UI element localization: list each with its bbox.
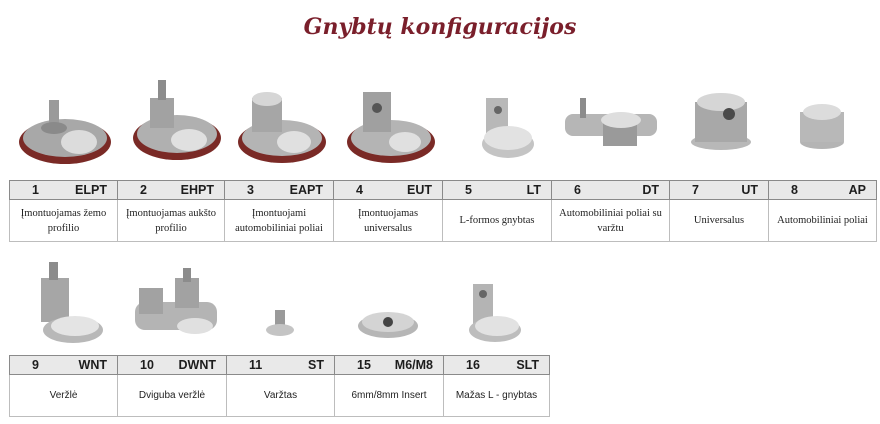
l-terminal-icon [482, 98, 534, 158]
wing-nut-terminal-icon [41, 262, 103, 343]
terminal-header: 1 ELPT [9, 180, 117, 200]
terminal-row-1 [9, 80, 877, 180]
terminal-code: LT [526, 183, 541, 197]
terminal-table-row-1: 1 ELPT Įmontuojamas žemo profilio 2 EHPT Į… [9, 180, 877, 242]
terminal-row-2 [9, 258, 550, 354]
terminal-number: 9 [32, 358, 39, 372]
terminal-card-lt [442, 98, 551, 180]
terminal-description: Įmontuojamas žemo profilio [9, 200, 117, 242]
table-cell: 5 LT L-formos gnybtas [442, 180, 551, 242]
terminal-number: 6 [574, 183, 581, 197]
terminal-description: Universalus [669, 200, 768, 242]
low-profile-post-terminal-icon [19, 100, 111, 164]
terminal-description: Dviguba veržlė [117, 375, 226, 417]
terminal-card-ut [669, 93, 768, 180]
terminal-card-slt [443, 258, 550, 354]
terminal-number: 3 [247, 183, 254, 197]
small-l-terminal-icon [469, 284, 521, 342]
terminal-number: 16 [466, 358, 480, 372]
terminal-number: 8 [791, 183, 798, 197]
terminal-description: L-formos gnybtas [442, 200, 551, 242]
table-cell: 3 EAPT Įmontuojami automobiliniai poliai [224, 180, 333, 242]
terminal-header: 5 LT [442, 180, 551, 200]
terminal-code: WNT [78, 358, 107, 372]
terminal-card-eapt [224, 92, 333, 180]
terminal-code: M6/M8 [394, 358, 433, 372]
terminal-card-ap [768, 104, 877, 180]
table-cell: 16 SLT Mažas L - gnybtas [443, 355, 550, 417]
high-profile-post-terminal-icon [133, 80, 221, 160]
table-cell: 15 M6/M8 6mm/8mm Insert [334, 355, 443, 417]
terminal-table-row-2: 9 WNT Veržlė 10 DWNT Dviguba veržlė 11 ST V… [9, 355, 550, 417]
terminal-card-eut [333, 92, 442, 180]
terminal-code: DWNT [178, 358, 217, 372]
table-cell: 7 UT Universalus [669, 180, 768, 242]
screw-terminal-icon [266, 310, 294, 336]
terminal-header: 15 M6/M8 [334, 355, 443, 375]
terminal-card-elpt [9, 100, 117, 180]
terminal-number: 11 [249, 358, 263, 372]
table-cell: 2 EHPT Įmontuojamas aukšto profilio [117, 180, 224, 242]
terminal-header: 10 DWNT [117, 355, 226, 375]
terminal-number: 4 [356, 183, 363, 197]
terminal-code: EUT [407, 183, 432, 197]
table-cell: 9 WNT Veržlė [9, 355, 117, 417]
double-wing-nut-terminal-icon [135, 268, 217, 334]
terminal-number: 1 [32, 183, 39, 197]
terminal-description: Automobiliniai poliai su varžtu [551, 200, 669, 242]
terminal-description: Mažas L - gnybtas [443, 375, 550, 417]
terminal-card-ehpt [117, 80, 224, 180]
terminal-header: 3 EAPT [224, 180, 333, 200]
table-cell: 11 ST Varžtas [226, 355, 334, 417]
terminal-description: Įmontuojamas universalus [333, 200, 442, 242]
terminal-description: Veržlė [9, 375, 117, 417]
automotive-post-terminal-icon [238, 92, 326, 163]
terminal-description: 6mm/8mm Insert [334, 375, 443, 417]
terminal-card-wnt [9, 258, 117, 354]
automotive-post-icon [800, 104, 844, 149]
terminal-number: 7 [692, 183, 699, 197]
terminal-header: 6 DT [551, 180, 669, 200]
terminal-code: EHPT [180, 183, 214, 197]
terminal-header: 16 SLT [443, 355, 550, 375]
terminal-code: UT [741, 183, 758, 197]
table-cell: 8 AP Automobiliniai poliai [768, 180, 877, 242]
terminal-code: ELPT [75, 183, 107, 197]
terminal-header: 7 UT [669, 180, 768, 200]
terminal-header: 2 EHPT [117, 180, 224, 200]
terminal-code: DT [642, 183, 659, 197]
terminal-code: SLT [516, 358, 539, 372]
insert-terminal-icon [358, 312, 418, 338]
terminal-code: EAPT [289, 183, 323, 197]
terminal-description: Automobiliniai poliai [768, 200, 877, 242]
terminal-header: 9 WNT [9, 355, 117, 375]
terminal-code: ST [308, 358, 324, 372]
dual-terminal-icon [565, 98, 657, 146]
universal-embedded-terminal-icon [347, 92, 435, 163]
table-cell: 1 ELPT Įmontuojamas žemo profilio [9, 180, 117, 242]
terminal-description: Įmontuojami automobiliniai poliai [224, 200, 333, 242]
table-cell: 10 DWNT Dviguba veržlė [117, 355, 226, 417]
terminal-card-st [226, 258, 334, 354]
terminal-number: 5 [465, 183, 472, 197]
terminal-card-dt [551, 98, 669, 180]
terminal-header: 4 EUT [333, 180, 442, 200]
terminal-number: 15 [357, 358, 371, 372]
terminal-description: Įmontuojamas aukšto profilio [117, 200, 224, 242]
table-cell: 6 DT Automobiliniai poliai su varžtu [551, 180, 669, 242]
terminal-header: 8 AP [768, 180, 877, 200]
terminal-card-m6m8 [334, 258, 443, 354]
page-title: Gnybtų konfiguracijos [303, 14, 577, 40]
terminal-code: AP [848, 183, 866, 197]
terminal-card-dwnt [117, 258, 226, 354]
terminal-number: 2 [140, 183, 147, 197]
table-cell: 4 EUT Įmontuojamas universalus [333, 180, 442, 242]
terminal-description: Varžtas [226, 375, 334, 417]
terminal-header: 11 ST [226, 355, 334, 375]
universal-terminal-icon [691, 93, 751, 150]
terminal-number: 10 [140, 358, 154, 372]
